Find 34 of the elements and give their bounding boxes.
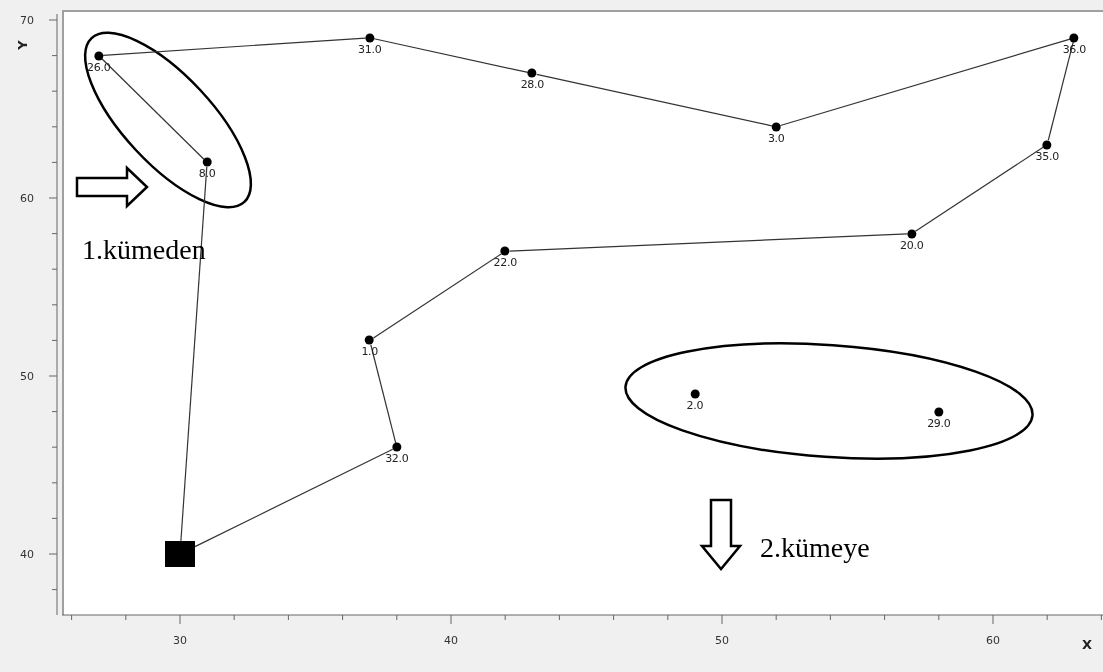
route-line [180, 166, 208, 542]
route-line [1047, 41, 1074, 141]
point-label: 3.0 [767, 131, 785, 145]
depot-square [165, 541, 195, 567]
tick-label: 40 [444, 633, 458, 647]
route-line [372, 253, 503, 339]
tick-label: 30 [173, 633, 187, 647]
tick-label: 60 [986, 633, 1000, 647]
axis-title: X [1082, 636, 1092, 652]
tick-label: 50 [715, 633, 729, 647]
tick-label: 70 [20, 13, 34, 27]
point-label: 22.0 [493, 255, 517, 269]
route-line [370, 344, 397, 444]
route-line [914, 146, 1045, 232]
point-label: 35.0 [1035, 149, 1059, 163]
point-label: 31.0 [358, 42, 382, 56]
tick-label: 50 [20, 369, 34, 383]
route-line [194, 448, 394, 548]
route-line [509, 233, 908, 252]
route-line [536, 73, 773, 127]
point-label: 2.0 [686, 398, 704, 412]
route-line [102, 37, 366, 56]
tick-label: 60 [20, 191, 34, 205]
route-line [779, 38, 1071, 127]
tick-label: 40 [20, 547, 34, 561]
point-label: 29.0 [927, 416, 951, 430]
route-line [101, 58, 205, 160]
point-label: 20.0 [900, 238, 924, 252]
axis-title: Y [14, 40, 30, 50]
point-label: 32.0 [385, 451, 409, 465]
route-line [373, 38, 529, 74]
annotation-text: 1.kümeden [82, 234, 206, 266]
annotation-text: 2.kümeye [760, 532, 870, 564]
point-label: 28.0 [520, 77, 544, 91]
